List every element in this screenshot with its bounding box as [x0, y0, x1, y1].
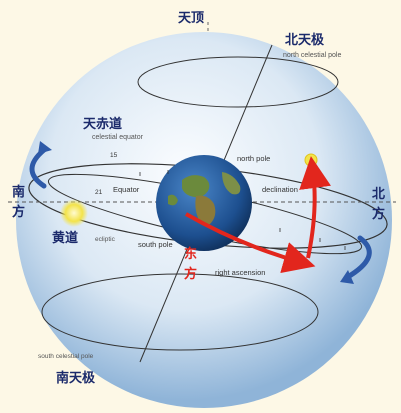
left-rotation-arrow-icon [29, 147, 47, 189]
declination-arrow [299, 156, 331, 259]
label-ecliptic-cn: 黄道 [52, 230, 78, 246]
label-celestial-equator-cn: 天赤道 [83, 116, 122, 132]
label-east-fang-cn: 方 [184, 266, 197, 282]
equator-ticks [139, 170, 346, 250]
upper-declination-circle [137, 56, 339, 108]
label-equator-en: Equator [113, 185, 140, 194]
earth-landmass-asia [222, 172, 241, 195]
lower-declination-circle [41, 273, 319, 351]
label-north-cn: 北 [372, 187, 385, 202]
earth-landmass-africa [195, 195, 216, 226]
right-ascension-arrow [185, 212, 316, 274]
label-south-fang-cn: 方 [12, 204, 25, 220]
left-rotation-arrowhead-icon [38, 141, 52, 154]
label-south-celestial-pole-en: south celestial pole [38, 353, 94, 360]
right-rotation-arrow-icon [343, 235, 372, 281]
label-zenith: 天顶 [178, 11, 204, 26]
sun-icon [60, 199, 88, 227]
label-declination-en: declination [262, 185, 298, 194]
label-south-cn: 南 [12, 184, 25, 200]
label-north-celestial-pole-en: north celestial pole [283, 52, 341, 59]
hour-mark-21: 21 [95, 189, 103, 196]
label-north-celestial-pole-cn: 北天极 [285, 32, 325, 48]
hour-mark-15: 15 [110, 152, 118, 159]
label-east-cn: 东 [184, 246, 197, 262]
label-north-fang-cn: 方 [372, 206, 385, 222]
label-right-ascension-en: right ascension [215, 268, 265, 277]
label-celestial-equator-en: celestial equator [92, 134, 144, 141]
label-south-pole-en: south pole [138, 240, 173, 249]
label-south-celestial-pole-cn: 南天极 [56, 370, 96, 386]
earth-landmass-europe [182, 175, 210, 198]
right-rotation-arrowhead-icon [340, 270, 354, 284]
star-icon [304, 153, 318, 167]
earth-landmass-america [168, 194, 178, 206]
label-ecliptic-en: ecliptic [95, 236, 116, 243]
label-north-pole-en: north pole [237, 154, 270, 163]
